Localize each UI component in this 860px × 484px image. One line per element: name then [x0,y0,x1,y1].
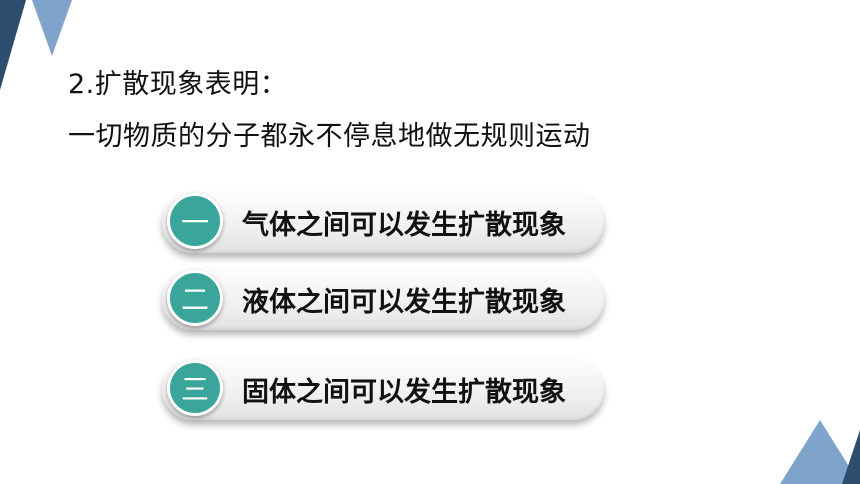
heading: 2.扩散现象表明： [68,69,288,100]
list-item: 二 液体之间可以发生扩散现象 [162,268,604,330]
top-left-light-triangle [32,0,72,56]
number-badge: 一 [167,193,223,249]
list-item-text: 固体之间可以发生扩散现象 [242,377,566,408]
bottom-right-dark-triangle [842,430,860,484]
list-item-text: 气体之间可以发生扩散现象 [242,210,566,241]
bottom-right-light-triangle [780,420,860,484]
top-left-dark-triangle [0,0,26,90]
list-item: 一 气体之间可以发生扩散现象 [162,191,604,253]
number-badge: 二 [167,270,223,326]
number-badge: 三 [167,360,223,416]
list-item-text: 液体之间可以发生扩散现象 [242,287,566,318]
list-item: 三 固体之间可以发生扩散现象 [162,358,604,420]
subheading: 一切物质的分子都永不停息地做无规则运动 [68,121,591,152]
